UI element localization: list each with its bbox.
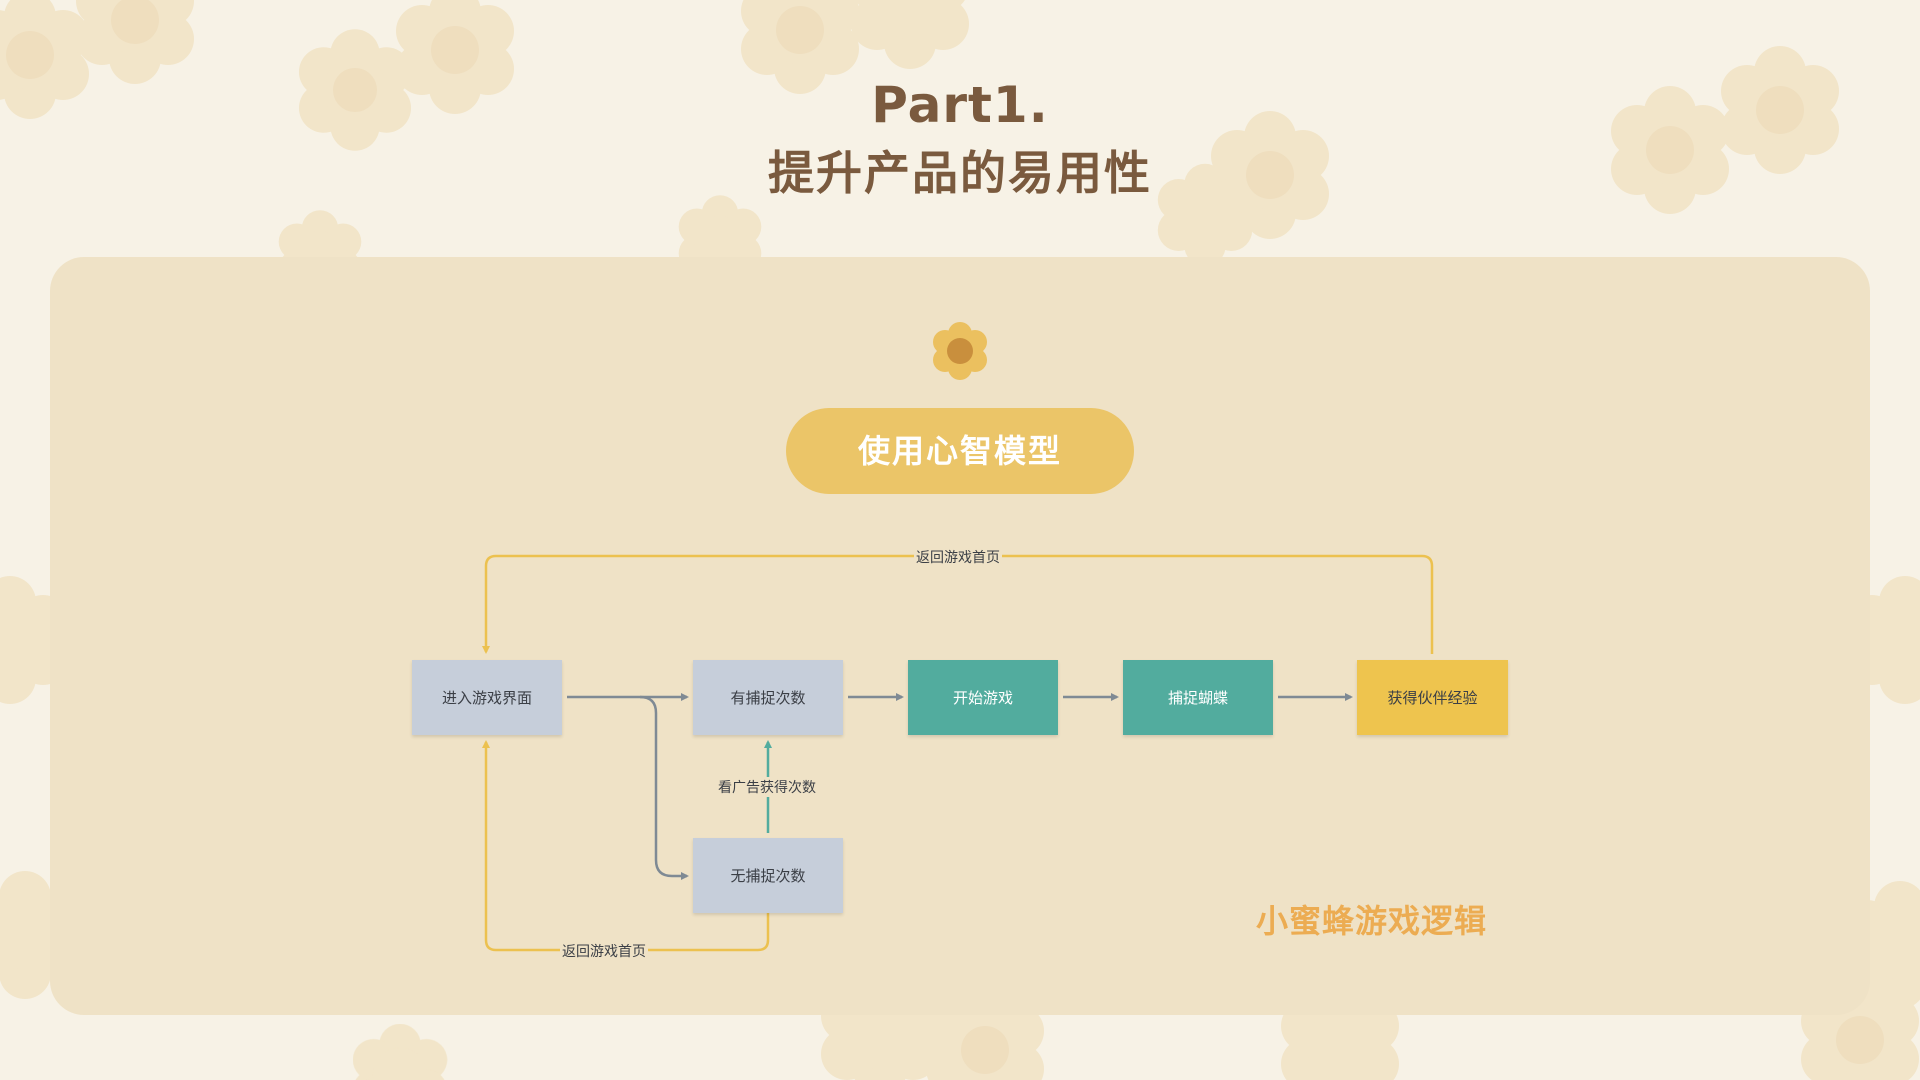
node-catch-butterfly: 捕捉蝴蝶 bbox=[1123, 660, 1273, 735]
label-watch-ad: 看广告获得次数 bbox=[716, 777, 818, 797]
content-card bbox=[50, 257, 1870, 1015]
flower-icon bbox=[933, 322, 987, 380]
label-return-top: 返回游戏首页 bbox=[914, 547, 1002, 567]
node-has-attempts: 有捕捉次数 bbox=[693, 660, 843, 735]
diagram-caption: 小蜜蜂游戏逻辑 bbox=[1256, 902, 1488, 940]
node-gain-exp: 获得伙伴经验 bbox=[1357, 660, 1508, 735]
title-heading: 提升产品的易用性 bbox=[768, 146, 1152, 200]
title-part: Part1. bbox=[871, 76, 1049, 134]
node-start-game: 开始游戏 bbox=[908, 660, 1058, 735]
node-enter-game: 进入游戏界面 bbox=[412, 660, 562, 735]
edge-enter-none bbox=[639, 695, 689, 880]
page-title: Part1. 提升产品的易用性 bbox=[0, 72, 1920, 208]
mental-model-pill: 使用心智模型 bbox=[786, 408, 1134, 494]
node-no-attempts: 无捕捉次数 bbox=[693, 838, 843, 913]
edge-return-top bbox=[482, 554, 1434, 654]
label-return-bottom: 返回游戏首页 bbox=[560, 941, 648, 961]
